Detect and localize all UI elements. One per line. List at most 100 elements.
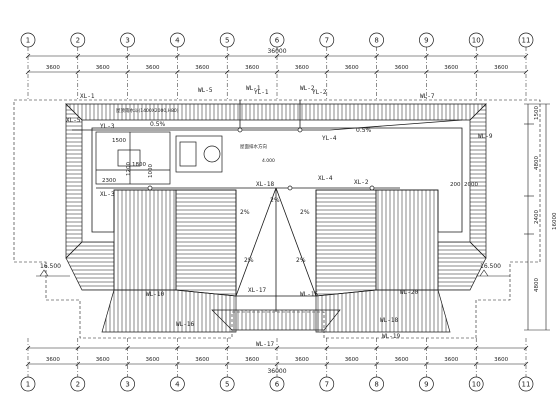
right-dim-2400: 2400 (534, 210, 540, 224)
eave-outline (13, 99, 541, 339)
equipment-area (95, 131, 223, 185)
label-xl4: XL-4 (318, 175, 333, 182)
top-bay-dim-3: 3600 (146, 65, 160, 71)
note-drain-direction: 屋面排水方向 (240, 143, 267, 150)
axis-top-4-label: 4 (175, 37, 180, 45)
dim-1800: 1800 (132, 162, 146, 168)
note-roof-drain: 屋顶雨水斗(1400X2000,H80) (116, 107, 179, 114)
roof-hatch-right-block (375, 189, 439, 291)
axis-bottom-6-label: 6 (275, 381, 280, 389)
dim-200: 200 (450, 182, 461, 188)
right-dim-4800a: 4800 (534, 156, 540, 170)
dim-2300: 2300 (102, 178, 116, 184)
slope-b: 0.5% (356, 127, 372, 134)
drain-outlets (147, 127, 375, 191)
label-wl10: WL-10 (146, 291, 164, 298)
right-dim-4800b: 4800 (534, 278, 540, 292)
bottom-bay-dim-7: 3600 (345, 357, 359, 363)
label-xl2: XL-2 (354, 179, 369, 186)
axis-top-3-label: 3 (125, 37, 129, 45)
elevation-right-mark (476, 269, 510, 277)
bottom-bay-dim-4: 3600 (195, 357, 209, 363)
bottom-bay-dim-1: 3600 (46, 357, 60, 363)
roof-hatch-left-block-slope (175, 189, 237, 297)
label-yl1: YL-1 (254, 89, 269, 96)
slope-c: 2% (240, 209, 250, 216)
top-bay-dim-2: 3600 (96, 65, 110, 71)
axis-top-6-label: 6 (275, 37, 280, 45)
roof-hatch-left-block (113, 189, 177, 291)
axis-bottom-4-label: 4 (175, 381, 180, 389)
axis-bottom-8-label: 8 (374, 381, 378, 389)
axis-bottom-2-label: 2 (76, 381, 80, 389)
roof-hatch-right (469, 103, 487, 259)
label-wl17: WL-17 (256, 341, 274, 348)
elevation-left: 16.500 (40, 263, 61, 270)
top-bay-dim-6: 3600 (295, 65, 309, 71)
roof-hatch-right-block-slope (315, 189, 377, 297)
dim-2000: 2000 (464, 182, 478, 188)
label-yl4: YL-4 (322, 135, 337, 142)
label-wl7: WL-7 (420, 93, 435, 100)
right-dim-1500: 1500 (534, 106, 540, 120)
axis-bottom-11-label: 11 (522, 381, 531, 389)
dim-1000: 1000 (148, 164, 154, 178)
slope-e: 2% (244, 257, 254, 264)
label-wl20: WL-20 (400, 289, 418, 296)
note-level: 4.000 (262, 158, 275, 164)
axis-bottom-10-label: 10 (472, 381, 481, 389)
elevation-right: 16.500 (480, 263, 501, 270)
top-dimension-chain (28, 55, 526, 73)
axis-top-9-label: 9 (424, 37, 428, 45)
elevation-left-mark (36, 269, 70, 277)
top-bay-dim-5: 3600 (245, 65, 259, 71)
label-xl18: XL-18 (256, 181, 274, 188)
label-yl2: YL-2 (312, 89, 327, 96)
label-yl3: YL-3 (100, 123, 115, 130)
slope-d: 2% (300, 209, 310, 216)
bottom-bay-dim-5: 3600 (245, 357, 259, 363)
right-dimension-chain (524, 103, 550, 331)
top-bay-dim-1: 3600 (46, 65, 60, 71)
dim-1200: 1200 (126, 162, 132, 176)
drain-pipes (72, 100, 463, 312)
top-bay-dim-8: 3600 (395, 65, 409, 71)
label-wl15: WL-15 (300, 291, 318, 298)
bottom-bay-dim-6: 3600 (295, 357, 309, 363)
axis-bottom-7-label: 7 (325, 381, 329, 389)
label-wl1: WL-1 (246, 85, 261, 92)
axis-top-7-label: 7 (325, 37, 329, 45)
bottom-bay-dim-8: 3600 (395, 357, 409, 363)
label-wl5: WL-5 (198, 87, 213, 94)
roof-hatch-left (65, 103, 83, 259)
label-wl16: WL-16 (176, 321, 194, 328)
label-xl1: XL-1 (80, 93, 95, 100)
grid-axes-bottom: 1 2 3 4 5 6 7 8 9 10 11 (20, 376, 534, 392)
axis-top-2-label: 2 (76, 37, 80, 45)
right-dim-total: 16000 (552, 212, 558, 230)
roof-hatch-center-bottom (211, 309, 341, 331)
label-wl18: WL-18 (380, 317, 398, 324)
bottom-dimension-chain (28, 347, 526, 365)
axis-top-10-label: 10 (472, 37, 481, 45)
top-bay-dim-9: 3600 (444, 65, 458, 71)
top-total-dimension: 36000 (267, 48, 286, 55)
bottom-bay-dim-9: 3600 (444, 357, 458, 363)
axis-top-1-label: 1 (26, 37, 30, 45)
axis-bottom-3-label: 3 (125, 381, 129, 389)
slope-a: 0.5% (150, 121, 166, 128)
label-wl2: WL-2 (300, 85, 315, 92)
axis-bottom-5-label: 5 (225, 381, 229, 389)
slope-f: 2% (296, 257, 306, 264)
axis-top-5-label: 5 (225, 37, 229, 45)
axis-bottom-1-label: 1 (26, 381, 30, 389)
axis-bottom-9-label: 9 (424, 381, 428, 389)
slope-g: 2% (270, 197, 280, 204)
label-xl3: XL-3 (100, 191, 115, 198)
label-wl9: WL-9 (478, 133, 493, 140)
label-xl5: XL-5 (66, 117, 81, 124)
